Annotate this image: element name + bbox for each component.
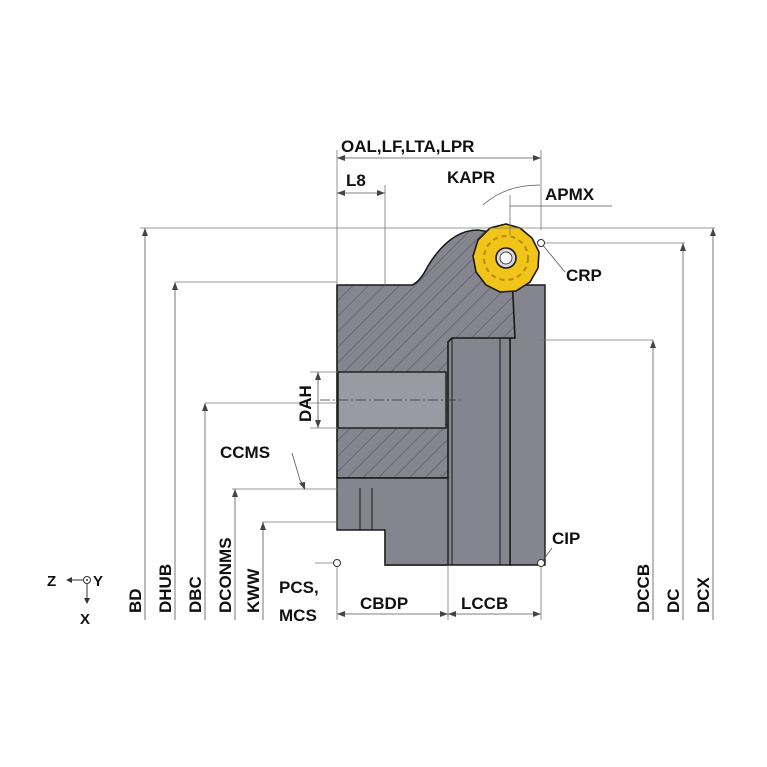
cip-point	[537, 559, 545, 567]
cutter-body	[320, 229, 546, 566]
crp-point	[537, 239, 545, 247]
label-dc: DC	[664, 588, 683, 613]
pcs-point	[333, 559, 341, 567]
label-dconms: DCONMS	[216, 537, 235, 613]
label-cip: CIP	[552, 529, 580, 548]
label-l8: L8	[346, 171, 366, 190]
label-mcs: MCS	[279, 606, 317, 625]
insert-inner-ring	[483, 235, 529, 281]
label-dbc: DBC	[186, 576, 205, 613]
insert-hole-inner	[499, 251, 513, 265]
axis-label-x: X	[80, 611, 90, 628]
label-pcs: PCS,	[279, 578, 319, 597]
keyway-step	[336, 477, 449, 566]
label-apmx: APMX	[545, 185, 595, 204]
axis-label-z: Z	[47, 573, 56, 590]
label-crp: CRP	[566, 266, 602, 285]
label-kapr: KAPR	[447, 168, 495, 187]
label-ccms: CCMS	[220, 443, 270, 462]
round-insert	[472, 223, 540, 293]
label-lccb: LCCB	[461, 594, 508, 613]
axis-indicator	[66, 576, 91, 604]
label-dcx: DCX	[694, 576, 713, 613]
axis-label-y: Y	[93, 573, 103, 590]
label-dhub: DHUB	[156, 564, 175, 613]
label-dccb: DCCB	[634, 564, 653, 613]
label-oal: OAL,LF,LTA,LPR	[341, 137, 474, 156]
label-cbdp: CBDP	[360, 594, 408, 613]
label-dah: DAH	[296, 385, 315, 422]
labels: OAL,LF,LTA,LPR L8 KAPR APMX CRP DAH CCMS…	[47, 137, 713, 628]
label-kww: KWW	[244, 568, 263, 613]
arrowheads	[142, 155, 716, 617]
label-bd: BD	[126, 588, 145, 613]
